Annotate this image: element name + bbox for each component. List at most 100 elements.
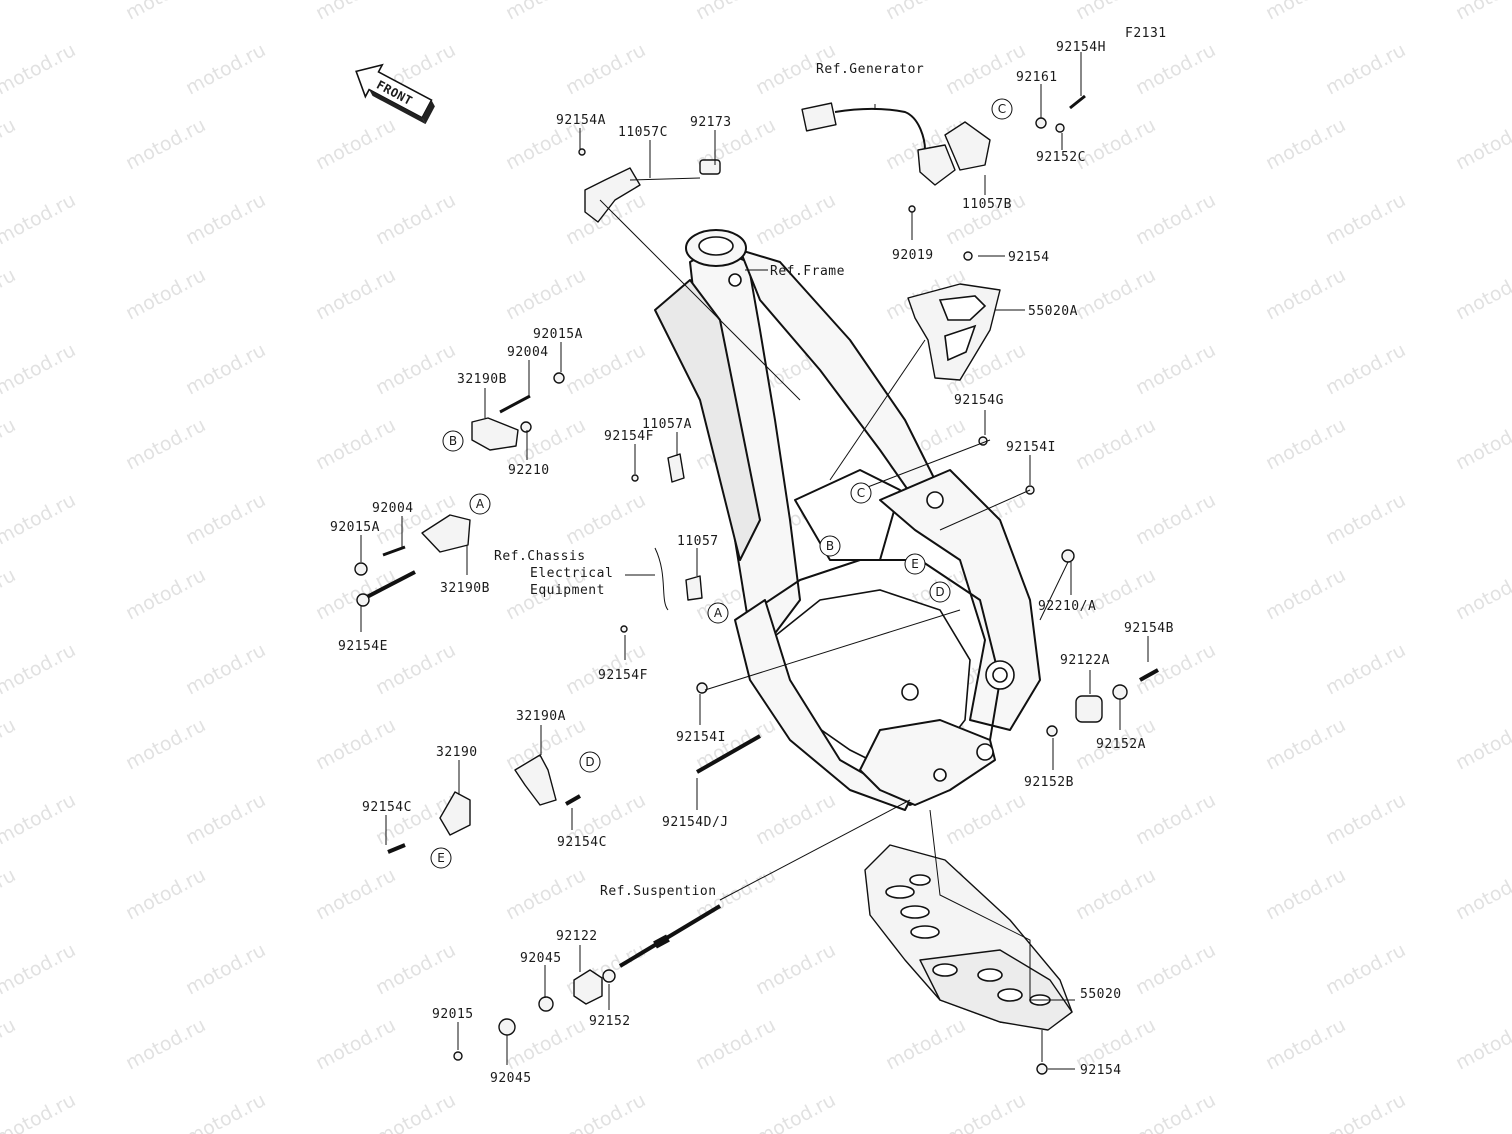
watermark-text: motod.ru: [942, 789, 1029, 849]
marker-b: B: [442, 430, 464, 452]
part-label: 92154D/J: [662, 815, 729, 830]
watermark-text: motod.ru: [312, 864, 399, 924]
watermark-text: motod.ru: [122, 564, 209, 624]
part-label: 92154G: [954, 393, 1004, 408]
watermark-text: motod.ru: [1262, 264, 1349, 324]
part-label: 55020: [1080, 987, 1122, 1002]
part-label: 92152C: [1036, 150, 1086, 165]
watermark-text: motod.ru: [312, 414, 399, 474]
watermark-text: motod.ru: [1452, 714, 1512, 774]
ref-frame-label: Ref.Frame: [770, 264, 845, 279]
part-label: 92154: [1080, 1063, 1122, 1078]
ref-chassis-label: Equipment: [530, 583, 605, 598]
watermark-text: motod.ru: [182, 339, 269, 399]
watermark-text: motod.ru: [1072, 264, 1159, 324]
watermark-text: motod.ru: [1322, 489, 1409, 549]
watermark-text: motod.ru: [882, 1014, 969, 1074]
watermark-text: motod.ru: [182, 39, 269, 99]
watermark-text: motod.ru: [752, 939, 839, 999]
part-label: 92122: [556, 929, 598, 944]
svg-text:D: D: [935, 585, 944, 599]
marker-e: E: [904, 553, 926, 575]
watermark-text: motod.ru: [0, 564, 19, 624]
part-label: 11057: [677, 534, 719, 549]
watermark-text: motod.ru: [372, 189, 459, 249]
watermark-text: motod.ru: [752, 1089, 839, 1134]
part-label: 92154C: [557, 835, 607, 850]
part-label: 32190B: [440, 581, 490, 596]
watermark-text: motod.ru: [1072, 414, 1159, 474]
part-label: 92210: [508, 463, 550, 478]
watermark-text: motod.ru: [1322, 339, 1409, 399]
svg-text:E: E: [911, 557, 919, 571]
watermark-text: motod.ru: [502, 264, 589, 324]
watermark-text: motod.ru: [752, 789, 839, 849]
watermark-text: motod.ru: [1072, 564, 1159, 624]
watermark-text: motod.ru: [1262, 0, 1349, 24]
part-label: 92015A: [330, 520, 380, 535]
part-label: 92154H: [1056, 40, 1106, 55]
watermark-text: motod.ru: [1322, 189, 1409, 249]
marker-d: D: [929, 581, 951, 603]
watermark-text: motod.ru: [0, 864, 19, 924]
watermark-text: motod.ru: [562, 39, 649, 99]
watermark-text: motod.ru: [0, 939, 79, 999]
part-label: 92045: [520, 951, 562, 966]
watermark-text: motod.ru: [372, 939, 459, 999]
watermark-text: motod.ru: [312, 264, 399, 324]
watermark-text: motod.ru: [1132, 489, 1219, 549]
generator-harness: [801, 94, 1086, 186]
part-labels: 92154H 92161 92152C 11057B 92019 92154A …: [330, 40, 1173, 1086]
part-label: 92152: [589, 1014, 631, 1029]
watermark-text: motod.ru: [122, 1014, 209, 1074]
watermark-text: motod.ru: [1322, 939, 1409, 999]
part-label: 92152B: [1024, 775, 1074, 790]
ref-chassis-label: Ref.Chassis: [494, 549, 586, 564]
part-label: 92154E: [338, 639, 388, 654]
part-label: 92004: [507, 345, 549, 360]
watermark-text: motod.ru: [502, 1014, 589, 1074]
part-label: 92173: [690, 115, 732, 130]
marker-d: D: [579, 751, 601, 773]
watermark-text: motod.ru: [502, 0, 589, 24]
watermark-text: motod.ru: [122, 714, 209, 774]
watermark-text: motod.ru: [312, 0, 399, 24]
ref-generator-label: Ref.Generator: [816, 62, 924, 77]
svg-text:B: B: [826, 539, 834, 553]
callout-markers: C B A C B E D A D E: [430, 98, 1013, 869]
hardware: [354, 148, 1159, 1075]
watermark-text: motod.ru: [882, 0, 969, 24]
watermark-text: motod.ru: [1132, 939, 1219, 999]
part-label: 92004: [372, 501, 414, 516]
part-label: 92210/A: [1038, 599, 1096, 614]
watermark-text: motod.ru: [1262, 114, 1349, 174]
motorcycle-frame: [654, 229, 1041, 811]
watermark-text: motod.ru: [1132, 789, 1219, 849]
part-label: 92152A: [1096, 737, 1146, 752]
watermark-text: motod.ru: [692, 1014, 779, 1074]
part-label: 92154: [1008, 250, 1050, 265]
watermark-text: motod.ru: [1452, 1014, 1512, 1074]
watermark-text: motod.ru: [942, 1089, 1029, 1134]
part-label: 92161: [1016, 70, 1058, 85]
part-label: 11057C: [618, 125, 668, 140]
svg-text:D: D: [585, 755, 594, 769]
watermark-text: motod.ru: [752, 189, 839, 249]
watermark-text: motod.ru: [182, 189, 269, 249]
part-label: 11057A: [642, 417, 692, 432]
watermark-text: motod.ru: [0, 639, 79, 699]
watermark-text: motod.ru: [1132, 639, 1219, 699]
part-label: 11057B: [962, 197, 1012, 212]
leader-lines: [360, 52, 1149, 1070]
marker-a: A: [469, 493, 491, 515]
marker-e: E: [430, 847, 452, 869]
watermark-text: motod.ru: [122, 0, 209, 24]
watermark-text: motod.ru: [1452, 264, 1512, 324]
watermark-text: motod.ru: [312, 1014, 399, 1074]
watermark-text: motod.ru: [0, 414, 19, 474]
watermark-text: motod.ru: [1132, 189, 1219, 249]
watermark-text: motod.ru: [1452, 114, 1512, 174]
ref-chassis-label: Electrical: [530, 566, 613, 581]
watermark-text: motod.ru: [182, 1089, 269, 1134]
